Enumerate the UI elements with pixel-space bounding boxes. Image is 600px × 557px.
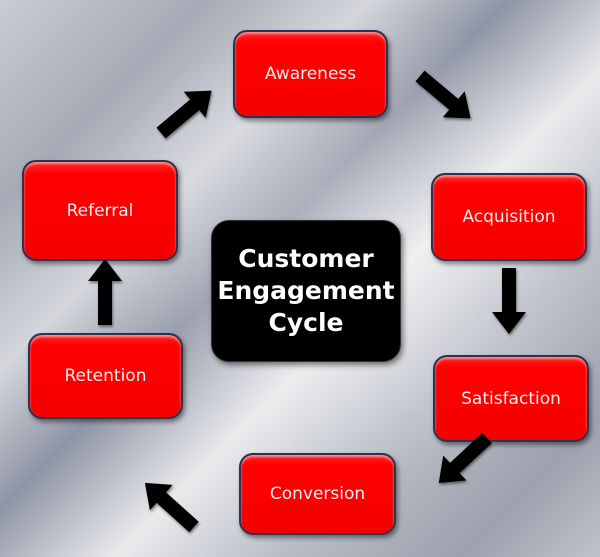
- stage-label: Retention: [64, 366, 147, 386]
- stage-conversion: Conversion: [239, 453, 396, 535]
- stage-label: Referral: [66, 200, 134, 221]
- cycle-title-line-1: Customer: [238, 244, 374, 273]
- stage-label: Awareness: [264, 64, 357, 84]
- stage-awareness: Awareness: [233, 30, 388, 118]
- stage-retention: Retention: [28, 333, 183, 419]
- arrow-conversion-to-retention: [133, 470, 206, 540]
- cycle-title-box: Customer Engagement Cycle: [211, 220, 401, 362]
- stage-label: Acquisition: [462, 207, 556, 227]
- arrow-awareness-to-acquisition: [409, 62, 482, 132]
- arrow-satisfaction-to-conversion: [427, 425, 499, 496]
- stage-satisfaction: Satisfaction: [433, 355, 589, 442]
- stage-label: Satisfaction: [461, 388, 561, 409]
- stage-label: Conversion: [269, 484, 366, 504]
- stage-acquisition: Acquisition: [431, 173, 587, 261]
- arrow-referral-to-awareness: [150, 77, 223, 147]
- stage-referral: Referral: [22, 160, 178, 261]
- cycle-title-line-3: Cycle: [268, 308, 344, 337]
- arrow-retention-to-referral: [88, 259, 122, 325]
- cycle-title-line-2: Engagement: [217, 276, 395, 305]
- arrow-acquisition-to-satisfaction: [492, 268, 526, 334]
